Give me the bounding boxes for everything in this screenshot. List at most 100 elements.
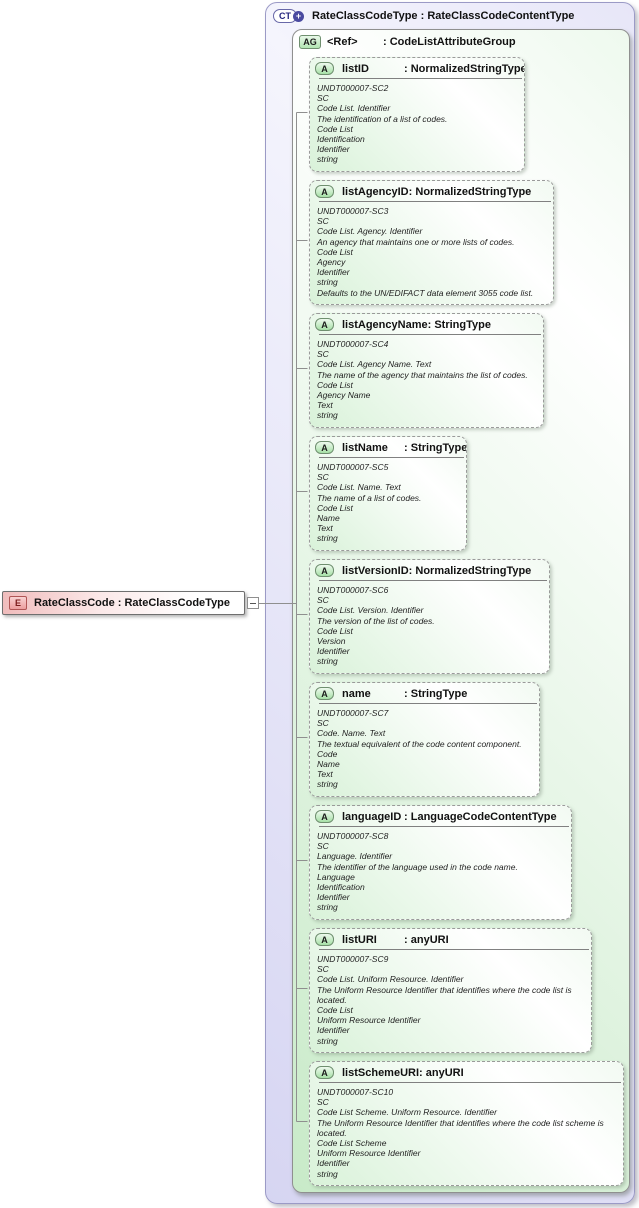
attribute-group-header: AG <Ref> CodeListAttributeGroup	[293, 30, 629, 49]
attribute-icon: A	[315, 687, 334, 700]
doc-line: Identifier	[317, 1025, 350, 1036]
doc-line: Identifier	[317, 267, 350, 278]
doc-line: Identifier	[317, 1158, 350, 1169]
doc-line: The identification of a list of codes.	[317, 113, 448, 124]
doc-line: Code List	[317, 1005, 353, 1016]
doc-line: SC	[317, 93, 329, 104]
attribute-icon: A	[315, 185, 334, 198]
header-separator	[319, 457, 464, 458]
attribute-box-languageid[interactable]: A languageID LanguageCodeContentType UND…	[309, 805, 572, 920]
doc-line: UNDT000007-SC2	[317, 83, 389, 93]
header-separator	[319, 580, 547, 581]
attribute-name: listVersionID	[342, 564, 409, 577]
attribute-group-node[interactable]: AG <Ref> CodeListAttributeGroup A listID…	[292, 29, 630, 1193]
attribute-type: NormalizedStringType	[404, 63, 524, 75]
attribute-type: anyURI	[404, 934, 449, 946]
doc-line: string	[317, 533, 338, 544]
expand-icon: +	[293, 10, 304, 22]
attribute-box-listversionid[interactable]: A listVersionID NormalizedStringType UND…	[309, 559, 550, 674]
doc-line: SC	[317, 841, 329, 852]
attribute-group-icon: AG	[299, 35, 321, 49]
doc-line: SC	[317, 595, 329, 606]
header-separator	[319, 78, 522, 79]
header-separator	[319, 949, 589, 950]
complex-type-badge: CT +	[273, 9, 304, 23]
doc-line: UNDT000007-SC7	[317, 708, 389, 718]
attribute-group-name: <Ref>	[327, 36, 358, 48]
doc-line: UNDT000007-SC3	[317, 206, 389, 216]
doc-line: Language. Identifier	[317, 851, 393, 862]
complex-type-node[interactable]: CT + RateClassCodeType : RateClassCodeCo…	[265, 2, 635, 1204]
attribute-header: A listAgencyName StringType	[310, 314, 543, 331]
attribute-header: A listAgencyID NormalizedStringType	[310, 181, 553, 198]
attribute-box-listagencyid[interactable]: A listAgencyID NormalizedStringType UNDT…	[309, 180, 554, 305]
doc-line: UNDT000007-SC10	[317, 1087, 394, 1097]
attribute-box-listname[interactable]: A listName StringType UNDT000007-SC5SCCo…	[309, 436, 467, 551]
attribute-name: listAgencyID	[342, 185, 409, 198]
doc-line: SC	[317, 472, 329, 483]
doc-line: Code List. Version. Identifier	[317, 605, 424, 616]
attribute-header: A name StringType	[310, 683, 539, 700]
doc-line: The name of a list of codes.	[317, 492, 422, 503]
attribute-box-listid[interactable]: A listID NormalizedStringType UNDT000007…	[309, 57, 525, 172]
doc-line: UNDT000007-SC4	[317, 339, 389, 349]
attribute-icon: A	[315, 564, 334, 577]
doc-line: Code List. Identifier	[317, 103, 391, 114]
doc-line: UNDT000007-SC5	[317, 462, 389, 472]
complex-type-header: CT + RateClassCodeType : RateClassCodeCo…	[266, 3, 634, 23]
attribute-name: listName	[342, 441, 388, 454]
doc-line: Identification	[317, 134, 365, 145]
doc-line: string	[317, 656, 338, 667]
doc-line: Uniform Resource Identifier	[317, 1148, 421, 1159]
header-separator	[319, 826, 569, 827]
attribute-box-name[interactable]: A name StringType UNDT000007-SC7SCCode. …	[309, 682, 540, 797]
attribute-type: StringType	[404, 442, 466, 454]
doc-line: Defaults to the UN/EDIFACT data element …	[317, 287, 534, 298]
attribute-icon: A	[315, 62, 334, 75]
attribute-name: listID	[342, 62, 369, 75]
attribute-icon: A	[315, 441, 334, 454]
attribute-name: languageID	[342, 810, 402, 823]
complex-type-title: RateClassCodeType : RateClassCodeContent…	[312, 10, 575, 22]
attribute-icon: A	[315, 318, 334, 331]
attribute-name: listSchemeURI	[342, 1066, 420, 1079]
doc-line: Uniform Resource Identifier	[317, 1015, 421, 1026]
doc-line: string	[317, 410, 338, 421]
doc-line: Name	[317, 513, 340, 524]
attribute-type: NormalizedStringType	[409, 186, 531, 198]
doc-line: Code List	[317, 246, 353, 257]
element-node[interactable]: E RateClassCode : RateClassCodeType	[2, 591, 245, 615]
attribute-icon: A	[315, 810, 334, 823]
collapse-handle[interactable]	[247, 597, 259, 609]
attribute-header: A listName StringType	[310, 437, 466, 454]
doc-line: Code. Name. Text	[317, 728, 386, 739]
doc-line: The version of the list of codes.	[317, 615, 435, 626]
attribute-header: A listVersionID NormalizedStringType	[310, 560, 549, 577]
attribute-box-listschemeuri[interactable]: A listSchemeURI anyURI UNDT000007-SC10SC…	[309, 1061, 624, 1186]
doc-line: The name of the agency that maintains th…	[317, 369, 528, 380]
doc-line: Code List	[317, 502, 353, 513]
doc-line: UNDT000007-SC8	[317, 831, 389, 841]
attribute-type: NormalizedStringType	[409, 565, 531, 577]
doc-line: Identifier	[317, 646, 350, 657]
doc-line: Code List. Name. Text	[317, 482, 401, 493]
attribute-header: A listSchemeURI anyURI	[310, 1062, 623, 1079]
attribute-box-listagencyname[interactable]: A listAgencyName StringType UNDT000007-S…	[309, 313, 544, 428]
doc-line: Text	[317, 523, 333, 534]
doc-line: Code List. Uniform Resource. Identifier	[317, 974, 464, 985]
complex-type-icon: CT	[273, 9, 297, 23]
attribute-header: A languageID LanguageCodeContentType	[310, 806, 571, 823]
header-separator	[319, 201, 551, 202]
header-separator	[319, 1082, 621, 1083]
doc-line: Code List	[317, 379, 353, 390]
attribute-icon: A	[315, 1066, 334, 1079]
attribute-type: anyURI	[419, 1067, 464, 1079]
attribute-name: listURI	[342, 933, 377, 946]
attribute-name: name	[342, 687, 371, 700]
